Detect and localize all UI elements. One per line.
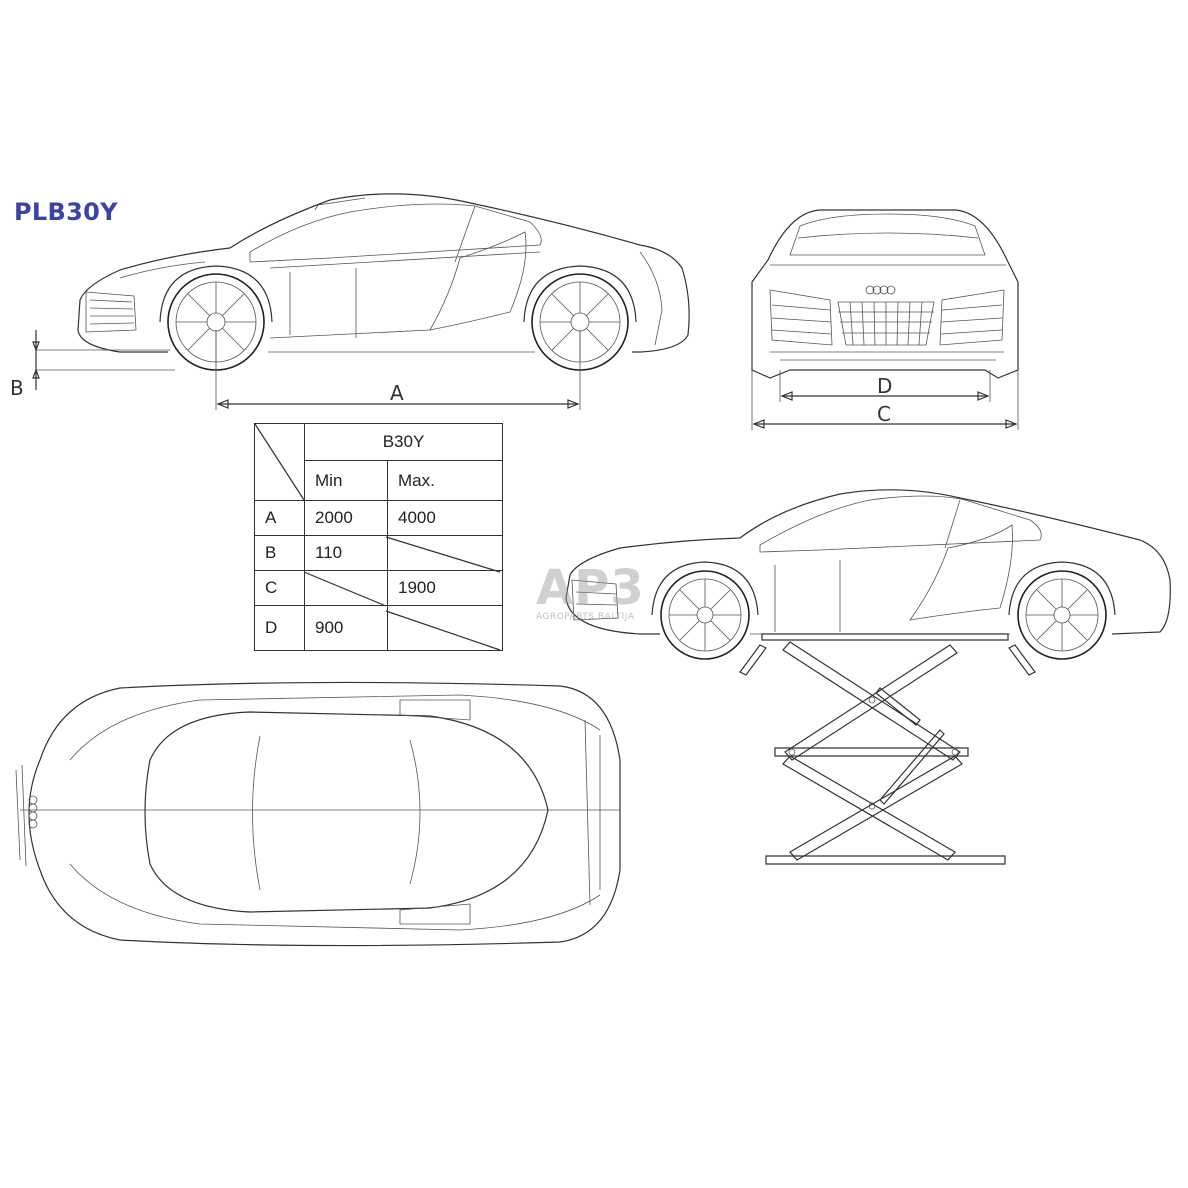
watermark-subtitle: AGROPARTS BALTIJA: [536, 612, 635, 622]
table-cell-min: 110: [304, 535, 388, 571]
dim-label-a: A: [390, 381, 404, 405]
spec-table: B30Y Min Max. A 2000 4000 B 110 C 1900 D…: [254, 422, 503, 651]
car-on-lift-view: [565, 489, 1171, 865]
table-cell-max: 1900: [387, 570, 503, 606]
table-row-label: B: [254, 535, 305, 571]
watermark-logo: AP3: [536, 560, 645, 616]
table-col-max: Max.: [387, 460, 503, 501]
car-top-view: [15, 681, 621, 947]
table-cell-max: [387, 535, 503, 571]
table-cell-max: 4000: [387, 500, 503, 536]
table-cell-min: 900: [304, 605, 388, 651]
table-model-header: B30Y: [304, 422, 503, 462]
car-side-view: A B: [10, 193, 690, 410]
table-col-min: Min: [304, 460, 388, 501]
dim-label-d: D: [877, 374, 892, 398]
table-cell-min: 2000: [304, 500, 388, 536]
dim-label-c: C: [877, 402, 891, 426]
table-row-label: D: [254, 605, 305, 651]
table-row-label: C: [254, 570, 305, 606]
car-front-view: D C: [751, 209, 1019, 430]
lift-front-wheel: [651, 561, 759, 660]
model-title: PLB30Y: [14, 198, 118, 226]
table-cell-min: [304, 570, 388, 606]
table-cell-max: [387, 605, 503, 651]
dim-label-b: B: [10, 376, 24, 400]
scissor-lift: [739, 633, 1036, 865]
lift-rear-wheel: [1008, 561, 1116, 660]
table-corner-cell: [254, 423, 305, 501]
table-row-label: A: [254, 500, 305, 536]
